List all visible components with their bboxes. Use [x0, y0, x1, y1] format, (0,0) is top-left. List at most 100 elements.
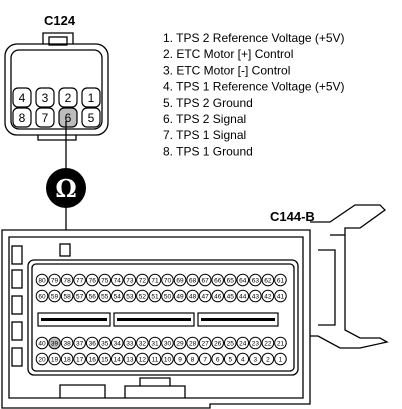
svg-text:13: 13 — [126, 356, 134, 363]
svg-text:80: 80 — [38, 277, 46, 284]
connector-b-pin-56: 56 — [85, 289, 99, 303]
svg-text:56: 56 — [89, 293, 97, 300]
svg-text:43: 43 — [252, 293, 260, 300]
svg-text:5: 5 — [88, 111, 95, 125]
svg-text:69: 69 — [176, 277, 184, 284]
connector-a-pin-7: 7 — [35, 107, 55, 128]
connector-a-pin-6: 6 — [58, 107, 78, 128]
svg-text:6: 6 — [65, 111, 72, 125]
svg-text:30: 30 — [164, 340, 172, 347]
svg-text:29: 29 — [176, 340, 184, 347]
connector-b-pin-35: 35 — [98, 336, 112, 350]
connector-b — [1, 204, 389, 409]
svg-text:7: 7 — [203, 356, 207, 363]
connector-b-pin-66: 66 — [211, 273, 224, 287]
svg-text:51: 51 — [151, 293, 159, 300]
connector-a-pin-8: 8 — [12, 107, 32, 128]
connector-b-pin-17: 17 — [73, 352, 86, 366]
svg-text:8: 8 — [191, 356, 195, 363]
connector-b-pin-65: 65 — [223, 273, 237, 287]
svg-text:70: 70 — [164, 277, 172, 284]
pin-legend: 1. TPS 2 Reference Voltage (+5V)2. ETC M… — [163, 31, 345, 158]
svg-text:17: 17 — [76, 356, 84, 363]
connector-b-pin-33: 33 — [123, 336, 137, 350]
connector-b-label: C144-B — [270, 209, 315, 224]
connector-b-pin-24: 24 — [236, 336, 250, 350]
connector-b-pin-70: 70 — [161, 273, 174, 287]
connector-b-pin-28: 28 — [186, 336, 199, 350]
connector-b-pin-62: 62 — [261, 273, 275, 287]
svg-text:1: 1 — [88, 91, 95, 105]
connector-b-pin-60: 60 — [35, 289, 49, 303]
connector-b-pin-1: 1 — [274, 352, 287, 366]
svg-text:40: 40 — [38, 340, 46, 347]
legend-item: 2. ETC Motor [+] Control — [163, 47, 293, 61]
connector-b-pin-80: 80 — [35, 273, 49, 287]
connector-b-pin-57: 57 — [73, 289, 86, 303]
svg-text:28: 28 — [189, 340, 197, 347]
svg-text:35: 35 — [101, 340, 109, 347]
connector-b-pin-68: 68 — [186, 273, 199, 287]
connector-b-pin-27: 27 — [198, 336, 212, 350]
svg-text:42: 42 — [264, 293, 272, 300]
connector-b-pin-14: 14 — [111, 352, 124, 366]
connector-b-pin-31: 31 — [148, 336, 162, 350]
connector-a-pin-1: 1 — [81, 87, 101, 108]
connector-b-pin-7: 7 — [198, 352, 212, 366]
connector-b-pin-69: 69 — [173, 273, 187, 287]
svg-text:16: 16 — [89, 356, 97, 363]
svg-text:7: 7 — [42, 111, 49, 125]
connector-b-pin-71: 71 — [148, 273, 162, 287]
svg-text:2: 2 — [65, 91, 72, 105]
svg-text:49: 49 — [176, 293, 184, 300]
svg-text:44: 44 — [239, 293, 247, 300]
legend-item: 7. TPS 1 Signal — [163, 128, 246, 142]
svg-text:78: 78 — [63, 277, 71, 284]
connector-b-pin-34: 34 — [111, 336, 124, 350]
svg-text:1: 1 — [279, 356, 283, 363]
connector-b-pin-18: 18 — [60, 352, 74, 366]
connector-b-pin-4: 4 — [236, 352, 250, 366]
svg-text:71: 71 — [151, 277, 159, 284]
svg-text:14: 14 — [114, 356, 122, 363]
connector-a-pin-2: 2 — [58, 87, 78, 108]
svg-text:12: 12 — [139, 356, 147, 363]
connector-b-pin-37: 37 — [73, 336, 86, 350]
svg-text:34: 34 — [114, 340, 122, 347]
svg-text:74: 74 — [114, 277, 122, 284]
connector-b-pin-73: 73 — [123, 273, 137, 287]
connector-b-pin-55: 55 — [98, 289, 112, 303]
connector-b-pin-54: 54 — [111, 289, 124, 303]
connector-b-pin-21: 21 — [274, 336, 287, 350]
connector-b-pin-40: 40 — [35, 336, 49, 350]
svg-text:36: 36 — [89, 340, 97, 347]
svg-text:15: 15 — [101, 356, 109, 363]
svg-text:20: 20 — [38, 356, 46, 363]
svg-text:77: 77 — [76, 277, 84, 284]
connector-b-pin-64: 64 — [236, 273, 250, 287]
connector-b-pin-32: 32 — [136, 336, 149, 350]
svg-text:10: 10 — [164, 356, 172, 363]
svg-text:8: 8 — [19, 111, 26, 125]
connector-b-pin-30: 30 — [161, 336, 174, 350]
connector-b-pin-63: 63 — [249, 273, 262, 287]
connector-b-pin-20: 20 — [35, 352, 49, 366]
svg-text:48: 48 — [189, 293, 197, 300]
connector-b-pin-3: 3 — [249, 352, 262, 366]
svg-text:2: 2 — [266, 356, 270, 363]
ohmmeter-icon: Ω — [46, 168, 86, 208]
connector-b-pin-50: 50 — [161, 289, 174, 303]
svg-text:4: 4 — [241, 356, 245, 363]
svg-text:21: 21 — [277, 340, 285, 347]
connector-b-separator — [37, 312, 279, 327]
svg-text:32: 32 — [139, 340, 147, 347]
connector-b-pin-41: 41 — [274, 289, 287, 303]
connector-b-pin-38: 38 — [60, 336, 74, 350]
connector-b-pin-58: 58 — [60, 289, 74, 303]
svg-text:18: 18 — [63, 356, 71, 363]
svg-text:65: 65 — [227, 277, 235, 284]
connector-b-pin-72: 72 — [136, 273, 149, 287]
